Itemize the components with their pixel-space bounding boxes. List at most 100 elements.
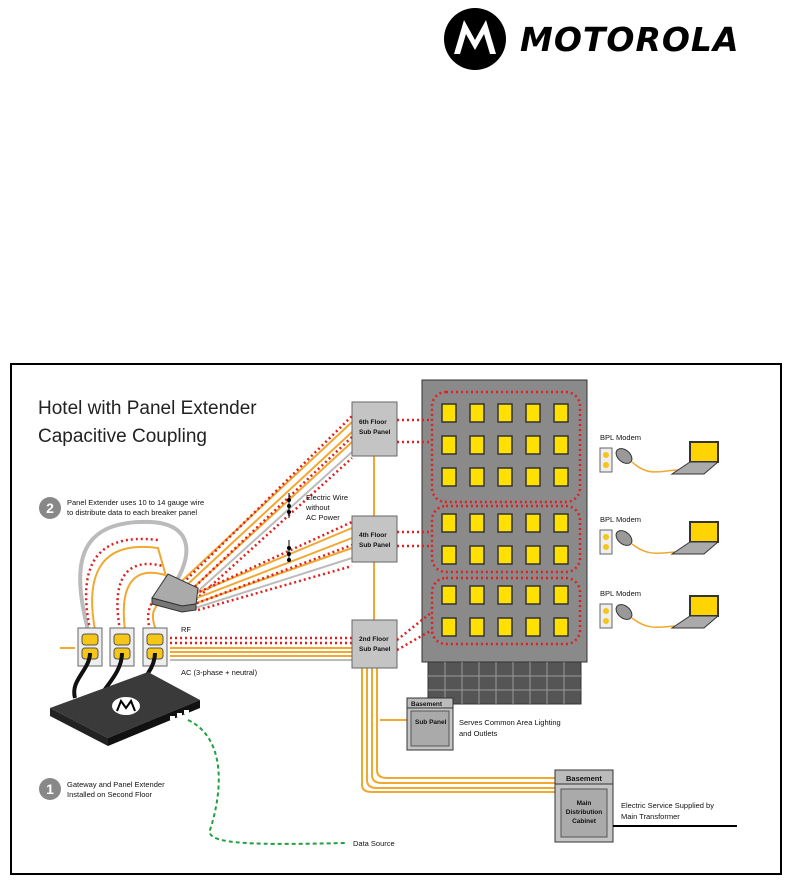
building-window: [525, 435, 541, 455]
panel-6th-line1: 6th Floor: [359, 419, 387, 426]
data-source-label: Data Source: [353, 839, 395, 848]
building-window: [525, 467, 541, 487]
callout-2-number: 2: [46, 500, 54, 516]
basement-main-header: Basement: [566, 774, 602, 783]
building-window: [497, 467, 513, 487]
vertical-risers: [361, 456, 555, 793]
sub-panel-6th-floor: 6th Floor Sub Panel: [351, 401, 398, 457]
building-windows: [441, 403, 569, 637]
wires-to-6th-floor: [169, 415, 353, 604]
motorola-batwing-icon: [444, 8, 506, 70]
building-window: [469, 435, 485, 455]
basement-sub-panel: Basement Sub Panel: [406, 697, 454, 751]
laptop-2: [670, 521, 720, 555]
wall-outlets: [77, 627, 168, 667]
diagram-title-line2: Capacitive Coupling: [38, 426, 207, 447]
building-window: [441, 435, 457, 455]
building-window: [553, 467, 569, 487]
data-source-line: [187, 719, 346, 845]
panel-extender-device: [151, 573, 199, 613]
callout-1: 1 Gateway and Panel Extender Installed o…: [39, 778, 165, 800]
bpl-modem-label-2: BPL Modem: [600, 515, 641, 524]
rf-ac-wires: [60, 636, 352, 661]
building-window: [441, 513, 457, 533]
building-window: [525, 585, 541, 605]
building-window: [469, 545, 485, 565]
building-window: [469, 617, 485, 637]
bpl-modem-group-2: BPL Modem: [599, 515, 681, 555]
bpl-modem-group-1: BPL Modem: [599, 433, 681, 473]
panel-4th-line1: 4th Floor: [359, 532, 387, 539]
building-window: [497, 513, 513, 533]
outlet-wires: [84, 537, 171, 631]
diagram-title-line1: Hotel with Panel Extender: [38, 398, 257, 419]
building-window: [497, 435, 513, 455]
building-window: [525, 513, 541, 533]
panel-to-zone-signals: [396, 418, 433, 652]
building-window: [441, 545, 457, 565]
panel-2nd-line2: Sub Panel: [359, 646, 391, 653]
building-window: [469, 467, 485, 487]
ac-label: AC (3-phase + neutral): [181, 668, 258, 677]
electric-service-line1: Electric Service Supplied by: [621, 801, 714, 810]
callout-1-text-line1: Gateway and Panel Extender: [67, 780, 165, 789]
building-window: [553, 585, 569, 605]
diagram-frame: [10, 363, 782, 875]
building-window: [553, 513, 569, 533]
laptop-3: [670, 595, 720, 629]
building-window: [469, 403, 485, 423]
electric-service-line2: Main Transformer: [621, 812, 680, 821]
panel-4th-line2: Sub Panel: [359, 542, 391, 549]
hotel-building: [421, 379, 588, 705]
callout-2-text-line1: Panel Extender uses 10 to 14 gauge wire: [67, 498, 204, 507]
electric-wire-label-line2: without: [305, 503, 331, 512]
building-window: [469, 513, 485, 533]
brand-name: MOTOROLA: [520, 19, 740, 59]
building-window: [525, 545, 541, 565]
building-window: [441, 467, 457, 487]
building-window: [525, 617, 541, 637]
building-window: [497, 403, 513, 423]
gateway-device: [50, 672, 200, 746]
bpl-modem-group-3: BPL Modem: [599, 589, 681, 629]
callout-1-number: 1: [46, 781, 54, 797]
serves-label-line1: Serves Common Area Lighting: [459, 718, 561, 727]
building-window: [497, 585, 513, 605]
main-cabinet-line2: Distribution: [566, 809, 602, 816]
main-cabinet-line3: Cabinet: [572, 818, 597, 825]
basement-small-header: Basement: [411, 701, 443, 708]
building-window: [441, 617, 457, 637]
motorola-logo: MOTOROLA: [442, 6, 782, 72]
building-window: [525, 403, 541, 423]
electric-wire-label-line3: AC Power: [306, 513, 340, 522]
building-window: [497, 545, 513, 565]
bpl-modem-label-3: BPL Modem: [600, 589, 641, 598]
building-window: [469, 585, 485, 605]
coupler-markers: [287, 493, 291, 562]
sub-panel-4th-floor: 4th Floor Sub Panel: [351, 515, 398, 563]
panel-6th-line2: Sub Panel: [359, 429, 391, 436]
building-window: [553, 545, 569, 565]
callout-1-text-line2: Installed on Second Floor: [67, 790, 153, 799]
building-window: [553, 435, 569, 455]
basement-small-body: Sub Panel: [415, 719, 447, 726]
building-window: [553, 617, 569, 637]
building-window: [497, 617, 513, 637]
building-window: [441, 403, 457, 423]
main-distribution-cabinet: Basement Main Distribution Cabinet: [554, 769, 614, 843]
electric-wire-label-line1: Electric Wire: [306, 493, 348, 502]
wires-to-4th-floor: [179, 520, 353, 612]
bpl-modem-label-1: BPL Modem: [600, 433, 641, 442]
sub-panel-2nd-floor: 2nd Floor Sub Panel: [351, 619, 398, 669]
main-cabinet-line1: Main: [577, 800, 592, 807]
rf-label: RF: [181, 625, 191, 634]
panel-2nd-line1: 2nd Floor: [359, 636, 389, 643]
callout-2-text-line2: to distribute data to each breaker panel: [67, 508, 197, 517]
building-window: [553, 403, 569, 423]
callout-2: 2 Panel Extender uses 10 to 14 gauge wir…: [39, 497, 204, 519]
serves-label-line2: and Outlets: [459, 729, 498, 738]
building-window: [441, 585, 457, 605]
floor-zones: [430, 390, 582, 646]
laptop-1: [670, 441, 720, 475]
